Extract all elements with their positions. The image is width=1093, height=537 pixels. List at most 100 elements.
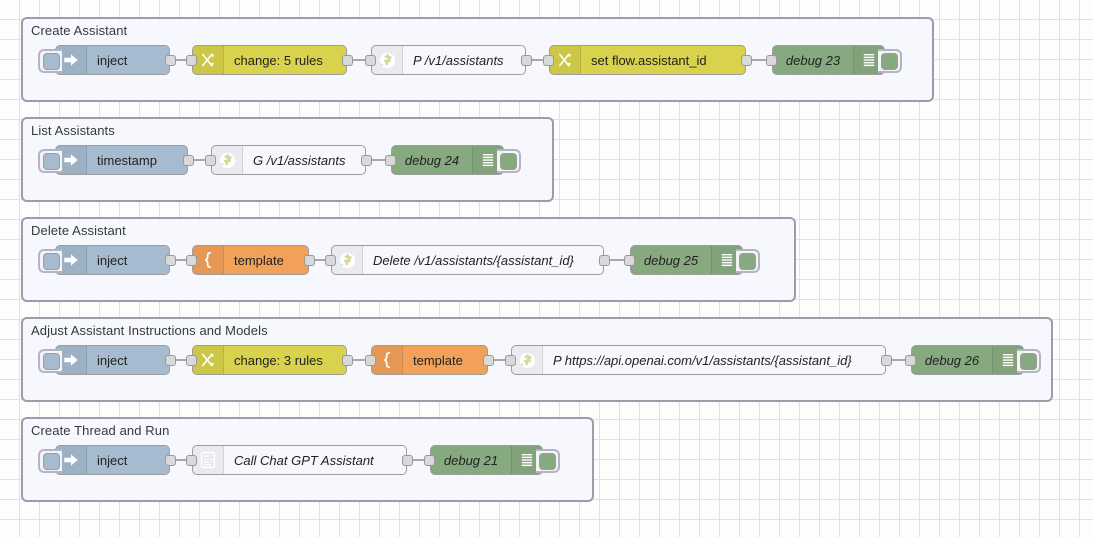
node-output-port[interactable]	[741, 55, 752, 66]
flow-wire[interactable]	[411, 459, 426, 461]
debug-enable-toggle[interactable]	[736, 249, 760, 273]
inject-button-knob	[42, 152, 60, 170]
node-http_request[interactable]: P https://api.openai.com/v1/assistants/{…	[505, 345, 892, 375]
inject-trigger-button[interactable]	[38, 349, 62, 373]
node-input-port[interactable]	[186, 55, 197, 66]
flow-group-label: Adjust Assistant Instructions and Models	[31, 323, 268, 338]
node-label: change: 3 rules	[234, 352, 323, 368]
node-inject[interactable]: inject	[38, 245, 176, 275]
flow-wire[interactable]	[530, 59, 545, 61]
flow-group-label: Delete Assistant	[31, 223, 126, 238]
inject-button-knob	[42, 352, 60, 370]
globe-icon	[372, 46, 403, 74]
node-debug[interactable]: debug 25	[624, 245, 760, 275]
globe-icon	[212, 146, 243, 174]
node-input-port[interactable]	[365, 355, 376, 366]
swap-arrows-icon	[550, 46, 581, 74]
node-debug[interactable]: debug 26	[905, 345, 1041, 375]
node-http_request[interactable]: P /v1/assistants	[365, 45, 532, 75]
node-output-port[interactable]	[881, 355, 892, 366]
node-label: template	[413, 352, 463, 368]
node-output-port[interactable]	[361, 155, 372, 166]
inject-button-knob	[42, 452, 60, 470]
node-input-port[interactable]	[205, 155, 216, 166]
node-input-port[interactable]	[365, 55, 376, 66]
node-input-port[interactable]	[325, 255, 336, 266]
inject-button-knob	[42, 252, 60, 270]
node-template[interactable]: template	[365, 345, 494, 375]
inject-trigger-button[interactable]	[38, 149, 62, 173]
flow-wire[interactable]	[174, 459, 188, 461]
flow-group-label: Create Assistant	[31, 23, 128, 38]
node-input-port[interactable]	[186, 455, 197, 466]
node-change[interactable]: change: 3 rules	[186, 345, 353, 375]
node-input-port[interactable]	[385, 155, 396, 166]
node-input-port[interactable]	[766, 55, 777, 66]
node-output-port[interactable]	[342, 55, 353, 66]
node-inject[interactable]: inject	[38, 445, 176, 475]
flow-group-label: List Assistants	[31, 123, 115, 138]
node-label: debug 26	[924, 352, 980, 368]
node-input-port[interactable]	[505, 355, 516, 366]
node-input-port[interactable]	[543, 55, 554, 66]
flow-group-label: Create Thread and Run	[31, 423, 170, 438]
node-debug[interactable]: debug 24	[385, 145, 521, 175]
flow-wire[interactable]	[492, 359, 507, 361]
node-inject[interactable]: inject	[38, 45, 176, 75]
node-inject[interactable]: inject	[38, 345, 176, 375]
debug-enable-toggle[interactable]	[536, 449, 560, 473]
node-label: P https://api.openai.com/v1/assistants/{…	[553, 352, 852, 368]
node-http_request[interactable]: G /v1/assistants	[205, 145, 372, 175]
brace-icon	[193, 246, 224, 274]
debug-enable-toggle[interactable]	[878, 49, 902, 73]
node-debug[interactable]: debug 23	[766, 45, 902, 75]
node-output-port[interactable]	[165, 255, 176, 266]
node-input-port[interactable]	[186, 255, 197, 266]
node-input-port[interactable]	[624, 255, 635, 266]
flow-wire[interactable]	[174, 259, 188, 261]
flow-wire[interactable]	[351, 359, 367, 361]
node-label: change: 5 rules	[234, 52, 323, 68]
node-output-port[interactable]	[521, 55, 532, 66]
node-output-port[interactable]	[165, 55, 176, 66]
node-label: inject	[97, 52, 128, 68]
node-output-port[interactable]	[599, 255, 610, 266]
node-output-port[interactable]	[165, 455, 176, 466]
node-inject[interactable]: timestamp	[38, 145, 194, 175]
debug-enable-toggle[interactable]	[497, 149, 521, 173]
flow-wire[interactable]	[174, 59, 188, 61]
flow-wire[interactable]	[750, 59, 768, 61]
node-output-port[interactable]	[402, 455, 413, 466]
node-change[interactable]: set flow.assistant_id	[543, 45, 752, 75]
node-output-port[interactable]	[483, 355, 494, 366]
node-label: inject	[97, 452, 128, 468]
node-input-port[interactable]	[424, 455, 435, 466]
node-output-port[interactable]	[342, 355, 353, 366]
node-label: debug 23	[785, 52, 841, 68]
node-gpt_assistant[interactable]: Call Chat GPT Assistant	[186, 445, 413, 475]
debug-toggle-knob	[538, 452, 556, 470]
flow-wire[interactable]	[608, 259, 626, 261]
node-template[interactable]: template	[186, 245, 315, 275]
inject-trigger-button[interactable]	[38, 249, 62, 273]
script-doc-icon	[193, 446, 224, 474]
flow-wire[interactable]	[174, 359, 188, 361]
node-input-port[interactable]	[186, 355, 197, 366]
flow-wire[interactable]	[370, 159, 387, 161]
flow-wire[interactable]	[192, 159, 207, 161]
flow-wire[interactable]	[351, 59, 367, 61]
node-output-port[interactable]	[304, 255, 315, 266]
flow-wire[interactable]	[313, 259, 327, 261]
node-http_request[interactable]: Delete /v1/assistants/{assistant_id}	[325, 245, 610, 275]
inject-trigger-button[interactable]	[38, 49, 62, 73]
node-change[interactable]: change: 5 rules	[186, 45, 353, 75]
node-debug[interactable]: debug 21	[424, 445, 560, 475]
node-output-port[interactable]	[165, 355, 176, 366]
inject-trigger-button[interactable]	[38, 449, 62, 473]
node-input-port[interactable]	[905, 355, 916, 366]
flow-wire[interactable]	[890, 359, 907, 361]
debug-enable-toggle[interactable]	[1017, 349, 1041, 373]
node-output-port[interactable]	[183, 155, 194, 166]
node-label: inject	[97, 352, 128, 368]
